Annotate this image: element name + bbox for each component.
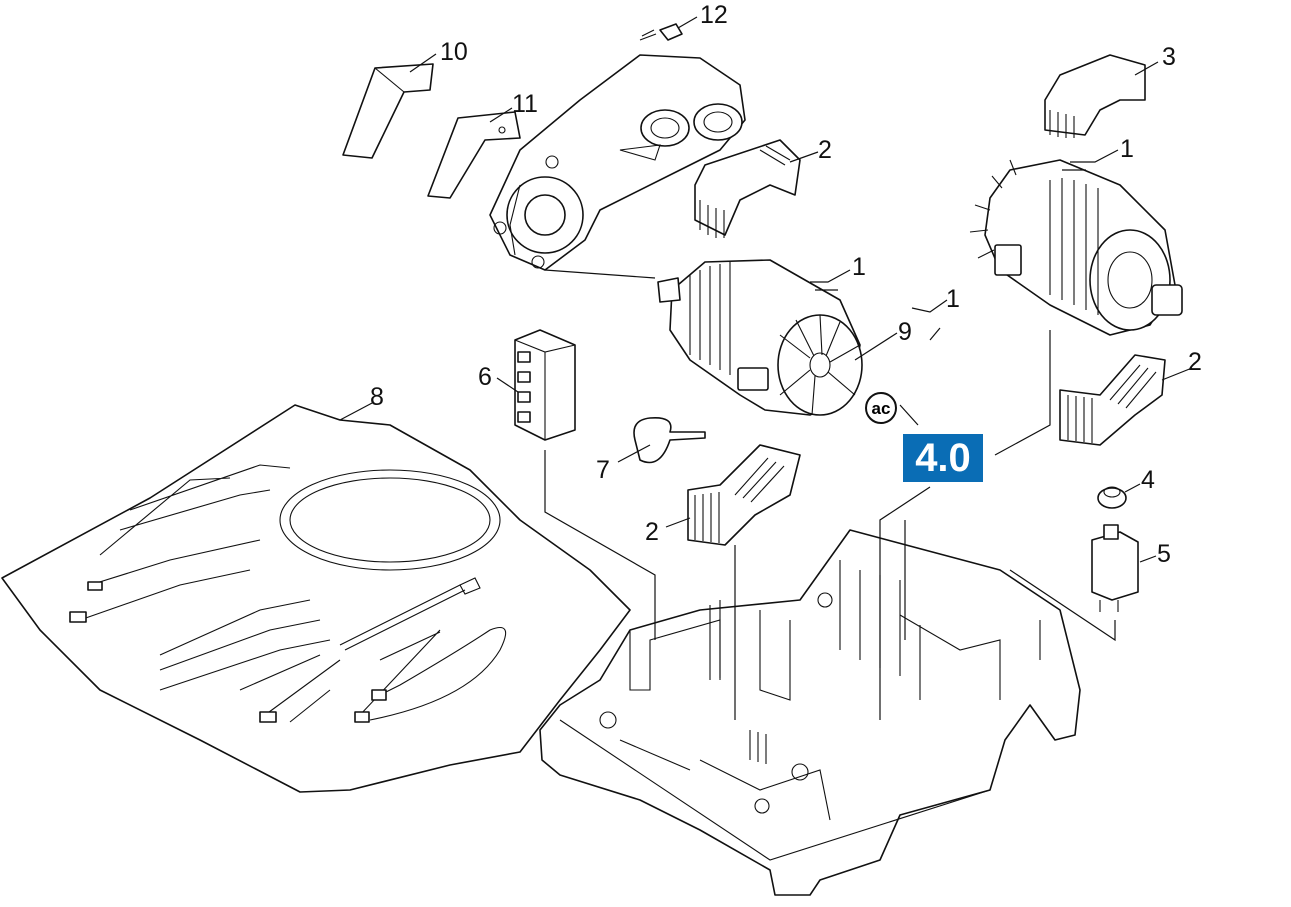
callout-7: 7: [596, 456, 610, 484]
part-2-bottom-clamp: [687, 444, 801, 546]
callout-6: 6: [478, 363, 492, 391]
callout-2-right: 2: [1188, 348, 1202, 376]
part-11-strip: [427, 111, 521, 199]
motor-right: [969, 159, 1183, 336]
base-housing: [539, 529, 1081, 896]
callout-12: 12: [700, 1, 728, 29]
part-4-cap: [1097, 486, 1127, 509]
part-8-wiring-harness: [1, 404, 631, 793]
callout-1-right-motor: 1: [1120, 135, 1134, 163]
motor-center: [657, 259, 863, 416]
part-5-switch: [1091, 524, 1139, 612]
callout-2-top: 2: [818, 136, 832, 164]
part-2-right-clamp: [1059, 354, 1166, 446]
callout-9: 9: [898, 318, 912, 346]
part-7-cable-tie: [633, 416, 706, 464]
ac-symbol: ac: [865, 392, 897, 424]
motor-housing-cover: [489, 54, 746, 271]
callout-10: 10: [440, 38, 468, 66]
badge-background: [901, 432, 985, 484]
part-2-top-clamp: [694, 139, 801, 238]
part-10-bracket: [342, 63, 434, 159]
callout-5: 5: [1157, 540, 1171, 568]
callout-4: 4: [1141, 466, 1155, 494]
callout-1-center-motor: 1: [852, 253, 866, 281]
leader-lines: [339, 16, 1193, 720]
callout-1-group: 1: [946, 285, 960, 313]
callout-11: 11: [512, 90, 538, 118]
callout-2-bottom: 2: [645, 518, 659, 546]
part-12-screw: [639, 23, 683, 41]
callout-8: 8: [370, 383, 384, 411]
callout-3: 3: [1162, 43, 1176, 71]
section-badge[interactable]: 4.0: [915, 436, 971, 480]
part-3-clamp: [1044, 54, 1146, 138]
part-6-terminal-block: [514, 329, 576, 441]
